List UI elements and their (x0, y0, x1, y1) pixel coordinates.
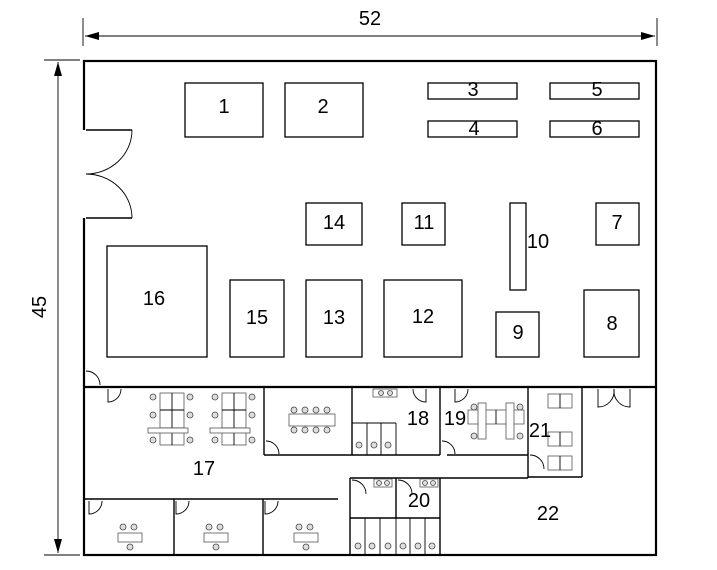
label-area-12: 12 (412, 306, 434, 328)
width-label: 52 (359, 8, 381, 30)
label-area-13: 13 (323, 307, 345, 329)
label-area-10: 10 (527, 231, 549, 253)
machine-6 (549, 120, 640, 138)
label-area-16: 16 (143, 288, 165, 310)
label-area-9: 9 (512, 322, 523, 344)
desks-21 (547, 393, 573, 471)
height-dimension: 45 (29, 59, 80, 556)
label-area-21: 21 (529, 420, 551, 442)
machine-14 (305, 202, 363, 246)
machine-2 (284, 82, 364, 138)
label-area-15: 15 (246, 307, 268, 329)
label-area-8: 8 (606, 313, 617, 335)
label-area-5: 5 (591, 79, 602, 101)
meeting-table (288, 406, 336, 434)
office-door-arcs (88, 388, 631, 515)
label-area-19: 19 (444, 408, 466, 430)
label-area-7: 7 (611, 212, 622, 234)
machine-8 (583, 289, 640, 358)
label-area-11: 11 (414, 212, 435, 234)
height-label: 45 (29, 296, 51, 318)
machine-3 (427, 82, 518, 100)
label-area-18: 18 (407, 408, 429, 430)
entrance-door[interactable] (82, 129, 133, 219)
machine-10 (509, 202, 527, 291)
washroom-stalls-20 (354, 478, 439, 555)
corner-door-arc (85, 370, 101, 386)
machine-13 (305, 279, 363, 358)
machine-4 (427, 120, 518, 138)
machine-9 (495, 311, 540, 358)
machine-16 (106, 245, 208, 358)
outer-wall (82, 59, 658, 557)
machine-5 (549, 82, 640, 100)
label-area-6: 6 (591, 118, 602, 140)
machine-1 (184, 82, 264, 138)
label-area-17: 17 (193, 458, 215, 480)
width-dimension: 52 (82, 8, 658, 46)
machine-11 (401, 202, 446, 246)
label-area-22: 22 (537, 503, 559, 525)
label-area-20: 20 (408, 490, 430, 512)
workstation-19 (467, 402, 525, 440)
label-area-14: 14 (323, 212, 345, 234)
machine-12 (383, 279, 463, 358)
washroom-stalls-18 (352, 388, 398, 455)
label-area-1: 1 (218, 96, 229, 118)
office-walls (84, 388, 583, 555)
label-area-2: 2 (317, 96, 328, 118)
label-area-3: 3 (467, 79, 478, 101)
label-area-4: 4 (468, 118, 479, 140)
bottom-office-desks (117, 523, 319, 551)
machine-7 (595, 202, 640, 246)
workstation-cluster (147, 392, 256, 446)
area-labels: 1 2 3 4 5 6 7 8 9 10 11 12 13 14 15 16 1… (143, 79, 623, 525)
machine-15 (229, 279, 285, 358)
